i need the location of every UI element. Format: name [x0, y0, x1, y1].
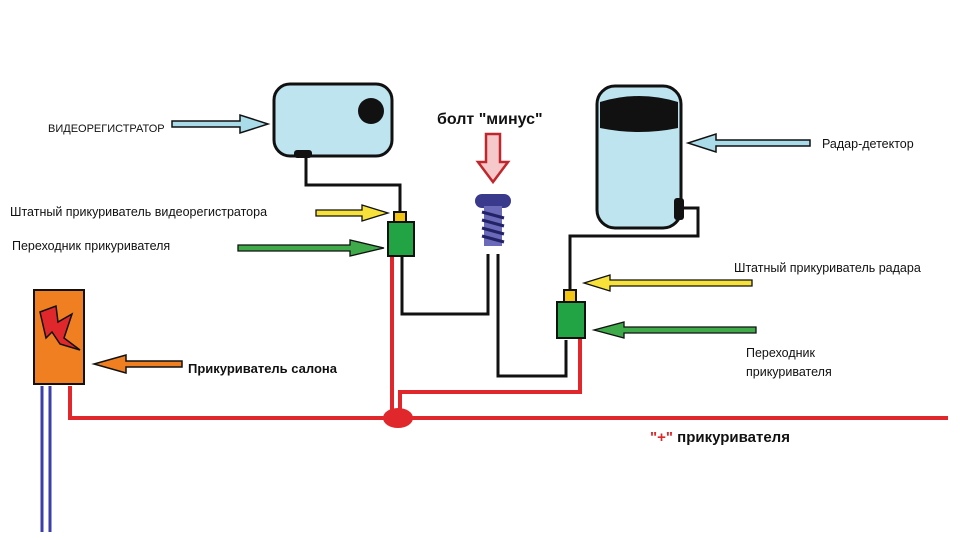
- radar-plug-arrow-icon: [581, 274, 753, 292]
- dashcam-plug-arrow-icon: [315, 204, 391, 222]
- cabin-lighter-arrow-icon: [91, 354, 183, 374]
- radar-adapter: [556, 289, 586, 339]
- dashcam-plug-label: Штатный прикуриватель видеорегистратора: [10, 205, 267, 219]
- ground-wires: [304, 156, 700, 378]
- lightning-icon: [39, 304, 81, 351]
- dashcam-label: ВИДЕОРЕГИСТРАТОР: [48, 123, 165, 135]
- dashcam: [272, 82, 394, 158]
- bolt-arrow-icon: [475, 132, 511, 185]
- plus-wire: [68, 256, 948, 420]
- radar-detector: [595, 84, 684, 230]
- plus-junction: [383, 408, 413, 428]
- dashcam-adapter-arrow-icon: [237, 239, 385, 257]
- dashcam-arrow-icon: [171, 113, 271, 135]
- radar-plug-label: Штатный прикуриватель радара: [734, 261, 921, 275]
- radar-detector-label: Радар-детектор: [822, 137, 914, 151]
- radar-adapter-label-line2: прикуривателя: [746, 365, 832, 379]
- radar-adapter-arrow-icon: [591, 321, 757, 339]
- cabin-lighter: [33, 289, 85, 385]
- bolt-minus-label: болт "минус": [437, 111, 543, 128]
- plus-wire-label: "+" прикуривателя: [650, 429, 790, 446]
- dashcam-adapter-label: Переходник прикуривателя: [12, 239, 170, 253]
- plus-sign-text: "+": [650, 429, 673, 446]
- dashcam-adapter: [387, 211, 415, 257]
- radar-arrow-icon: [685, 132, 811, 154]
- lighter-ground-wire: [40, 386, 52, 532]
- plus-wire-text: прикуривателя: [673, 429, 790, 446]
- bolt-minus: [475, 194, 511, 246]
- dashcam-lens-icon: [358, 98, 384, 124]
- cabin-lighter-label: Прикуриватель салона: [188, 361, 338, 376]
- radar-adapter-label-line1: Переходник: [746, 346, 816, 360]
